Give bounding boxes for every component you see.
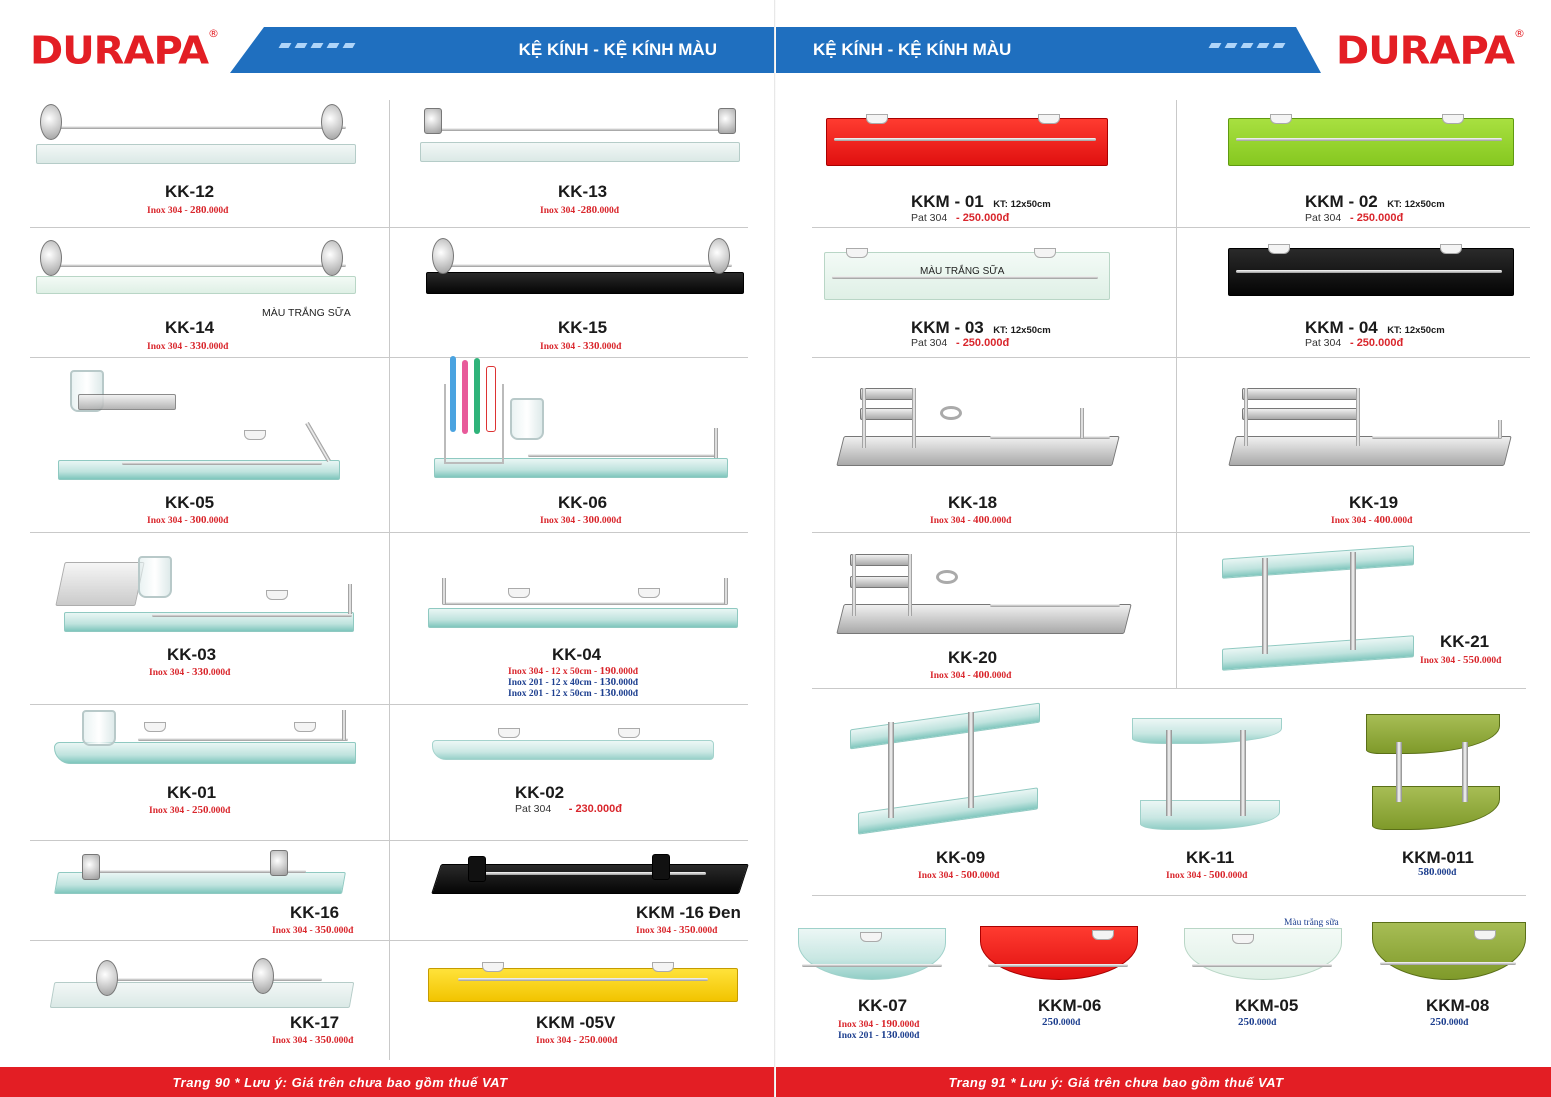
banner-decoration [1208, 43, 1286, 48]
grid-divider [30, 227, 748, 228]
price: Inox 304 - 350.000đ [636, 924, 718, 936]
grid-divider [30, 704, 748, 705]
price: Inox 304 - 330.000đ [540, 340, 622, 352]
price: Inox 304 - 250.000đ [149, 804, 231, 816]
grid-divider [389, 100, 390, 1060]
shelf-image [54, 848, 348, 906]
shelf-image [55, 542, 356, 634]
shelf-image [980, 926, 1140, 986]
price: Inox 304 - 500.000đ [918, 869, 1000, 881]
product-code: KKM - 03 KT: 12x50cm [911, 318, 1051, 337]
shelf-image [798, 928, 948, 986]
shelf-image [1366, 712, 1504, 836]
shelf-image [1372, 918, 1530, 986]
shelf-image [1132, 712, 1286, 836]
shelf-image [58, 366, 342, 484]
shelf-image [54, 708, 360, 768]
banner-title: KỆ KÍNH - KỆ KÍNH MÀU [518, 40, 717, 59]
durapa-logo: DURAPA® [30, 27, 219, 73]
price: Inox 304 - 300.000đ [540, 514, 622, 526]
product-code: KKM - 01 KT: 12x50cm [911, 192, 1051, 211]
grid-divider [812, 688, 1526, 689]
price: Pat 304 - 250.000đ [911, 212, 1010, 224]
shelf-image [420, 108, 742, 168]
shelf-image [428, 574, 740, 632]
grid-divider [30, 532, 748, 533]
page-spine [774, 0, 777, 1097]
page-footer: Trang 91 * Lưu ý: Giá trên chưa bao gồm … [776, 1067, 1551, 1097]
catalog-page-91: KỆ KÍNH - KỆ KÍNH MÀU DURAPA® KKM - 01 K… [776, 0, 1551, 1097]
shelf-image [1228, 240, 1516, 300]
price-variant: Inox 201 - 130.000đ [838, 1029, 920, 1041]
shelf-image [836, 548, 1132, 642]
catalog-page-90: DURAPA® KỆ KÍNH - KỆ KÍNH MÀU KK-12 Inox… [0, 0, 775, 1097]
price: Inox 304 - 330.000đ [147, 340, 229, 352]
price: 580.000đ [1418, 866, 1457, 878]
grid-divider [30, 357, 748, 358]
durapa-logo: DURAPA® [1336, 27, 1525, 73]
price: Inox 304 - 280.000đ [147, 204, 229, 216]
price: Inox 304 - 400.000đ [1331, 514, 1413, 526]
grid-divider [30, 840, 748, 841]
shelf-image [1228, 108, 1516, 170]
price: 250.000đ [1238, 1016, 1277, 1028]
grid-divider [812, 895, 1526, 896]
price: Pat 304 - 250.000đ [911, 337, 1010, 349]
price: 250.000đ [1430, 1016, 1469, 1028]
shelf-image [36, 238, 358, 298]
price: Inox 304 - 300.000đ [147, 514, 229, 526]
product-code: KKM - 04 KT: 12x50cm [1305, 318, 1445, 337]
grid-divider [30, 940, 748, 941]
price: Pat 304 - 250.000đ [1305, 212, 1404, 224]
price: 250.000đ [1042, 1016, 1081, 1028]
grid-divider [812, 227, 1530, 228]
price: Inox 304 - 400.000đ [930, 514, 1012, 526]
price: Inox 304 - 350.000đ [272, 1034, 354, 1046]
shelf-image [848, 700, 1044, 850]
price: Pat 304 - 230.000đ [515, 803, 622, 815]
color-note: Màu trắng sữa [1284, 918, 1339, 928]
grid-divider [812, 357, 1530, 358]
banner-decoration [278, 43, 356, 48]
banner-title: KỆ KÍNH - KỆ KÍNH MÀU [813, 40, 1012, 59]
price-variant: Inox 304 - 190.000đ [838, 1018, 920, 1030]
price: Inox 304 - 400.000đ [930, 669, 1012, 681]
shelf-image [1184, 928, 1344, 986]
page-footer: Trang 90 * Lưu ý: Giá trên chưa bao gồm … [0, 1067, 775, 1097]
shelf-image [826, 108, 1110, 170]
page-banner: KỆ KÍNH - KỆ KÍNH MÀU [776, 27, 1321, 73]
grid-divider [812, 532, 1530, 533]
shelf-image [36, 100, 358, 170]
price: Inox 304 - 500.000đ [1166, 869, 1248, 881]
product-code: KKM - 02 KT: 12x50cm [1305, 192, 1445, 211]
price: Inox 304 - 350.000đ [272, 924, 354, 936]
shelf-image: MÀU TRẮNG SỮA [824, 242, 1112, 304]
shelf-image [428, 954, 740, 1008]
shelf-image [434, 354, 730, 484]
price-variant: Inox 201 - 12 x 40cm - 130.000đ [508, 676, 638, 688]
shelf-image [432, 718, 722, 766]
grid-divider [1176, 100, 1177, 688]
shelf-image [836, 380, 1120, 474]
shelf-image [426, 236, 746, 298]
shelf-image [1220, 545, 1420, 674]
price: Inox 304 -280.000đ [540, 204, 620, 216]
price: Pat 304 - 250.000đ [1305, 337, 1404, 349]
price-variant: Inox 201 - 12 x 50cm - 130.000đ [508, 687, 638, 699]
price: Inox 304 - 550.000đ [1420, 654, 1502, 666]
price: Inox 304 - 250.000đ [536, 1034, 618, 1046]
price-variant: Inox 304 - 12 x 50cm - 190.000đ [508, 665, 638, 677]
shelf-image [1228, 382, 1512, 472]
shelf-image [49, 952, 355, 1014]
shelf-image [431, 852, 749, 902]
page-banner: KỆ KÍNH - KỆ KÍNH MÀU [230, 27, 775, 73]
price: Inox 304 - 330.000đ [149, 666, 231, 678]
